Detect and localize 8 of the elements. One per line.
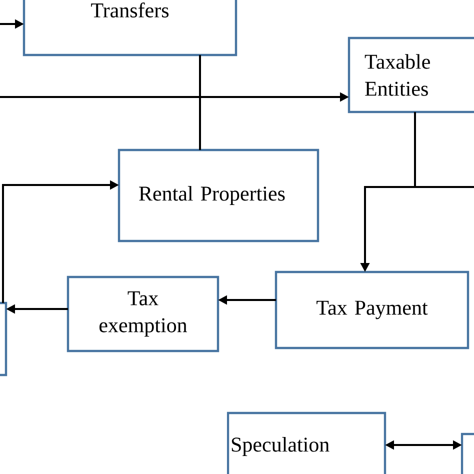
process-box: Taxable Entities [348, 36, 474, 114]
process-box: Tax Payment [274, 270, 470, 350]
process-box: Tax exemption [66, 276, 220, 352]
process-box: Transfers [22, 0, 238, 56]
process-box: Speculation [226, 412, 386, 474]
empty-box [0, 302, 8, 376]
process-box: Rental Properties [118, 148, 320, 242]
empty-box [460, 432, 474, 474]
